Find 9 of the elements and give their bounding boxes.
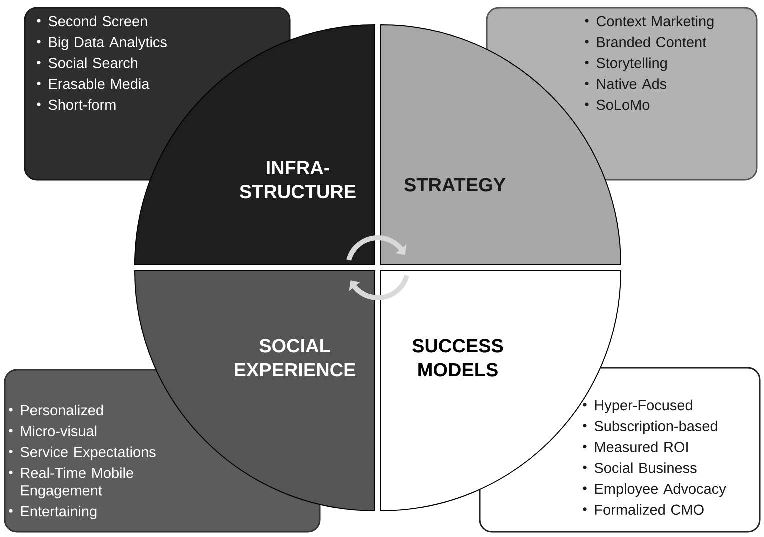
list-item: Social Search	[48, 58, 138, 68]
list-item: Second Screen	[48, 16, 148, 27]
list-item: Real-Time Mobile Engagement	[21, 468, 134, 499]
list-item: Personalized	[21, 404, 104, 416]
list-item: Micro-visual	[21, 426, 97, 436]
cycle-arrow	[346, 235, 407, 261]
list-item: Short-form	[48, 100, 116, 110]
cycle-arrow	[349, 275, 410, 300]
list-item: Entertaining	[21, 506, 97, 520]
